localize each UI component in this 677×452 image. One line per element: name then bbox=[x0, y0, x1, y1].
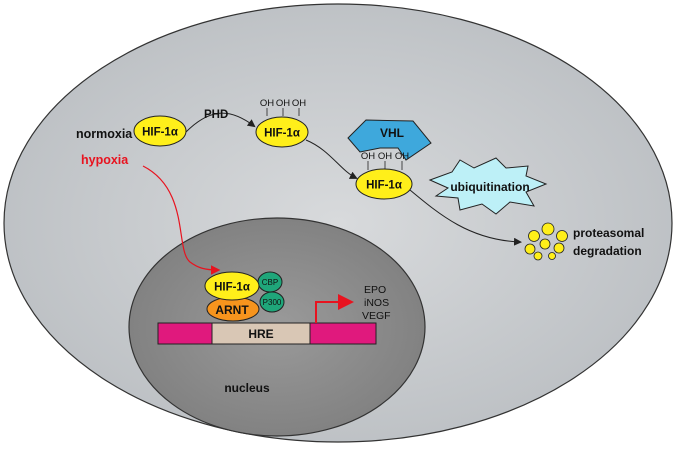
phd-arrow bbox=[185, 112, 256, 133]
phd-label: PHD bbox=[204, 109, 228, 121]
hif1a-hydroxylated-label: HIF-1α bbox=[264, 128, 300, 140]
hre-element bbox=[211, 322, 311, 345]
nucleus-label: nucleus bbox=[224, 381, 270, 395]
oh-label-4: OH bbox=[361, 151, 375, 162]
hif1a-normoxia-label: HIF-1α bbox=[142, 127, 178, 139]
degradation-arrow bbox=[409, 189, 522, 246]
oh-label-2: OH bbox=[276, 98, 290, 109]
hif1a-normoxia-node bbox=[133, 115, 187, 147]
hif1a-vhl-bound-node bbox=[355, 168, 413, 200]
hif1a-hydroxylated-node bbox=[255, 116, 309, 148]
oh-label-1: OH bbox=[260, 98, 274, 109]
p300-label: P300 bbox=[263, 298, 282, 307]
target-gene-inos: iNOS bbox=[364, 297, 389, 309]
transcription-arrow bbox=[315, 294, 354, 323]
hre-label: HRE bbox=[248, 327, 273, 341]
oh-label-6: OH bbox=[395, 151, 409, 162]
arnt-label: ARNT bbox=[215, 303, 249, 317]
cbp-label: CBP bbox=[262, 278, 278, 287]
vhl-binding-arrow bbox=[305, 139, 358, 179]
hif1a-nuclear-label: HIF-1α bbox=[214, 282, 250, 294]
oh-label-5: OH bbox=[378, 151, 392, 162]
vhl-label: VHL bbox=[380, 126, 404, 140]
hif1a-nuclear-node bbox=[204, 271, 260, 301]
hypoxia-arrow bbox=[142, 165, 221, 275]
hif1a-vhl-bound-label: HIF-1α bbox=[366, 180, 402, 192]
ubiquitination-label: ubiquitination bbox=[450, 180, 529, 194]
target-gene-epo: EPO bbox=[364, 284, 386, 296]
degraded-fragments-icon bbox=[524, 222, 568, 261]
hypoxia-label: hypoxia bbox=[81, 153, 129, 167]
degradation-label: degradation bbox=[573, 244, 642, 258]
proteasomal-label: proteasomal bbox=[573, 226, 644, 240]
vhl-protein-shape bbox=[347, 119, 432, 161]
p300-node bbox=[259, 291, 285, 313]
target-gene-vegf: VEGF bbox=[362, 310, 391, 322]
normoxia-label: normoxia bbox=[76, 127, 133, 141]
oh-label-3: OH bbox=[292, 98, 306, 109]
ubiquitination-burst bbox=[428, 157, 548, 215]
